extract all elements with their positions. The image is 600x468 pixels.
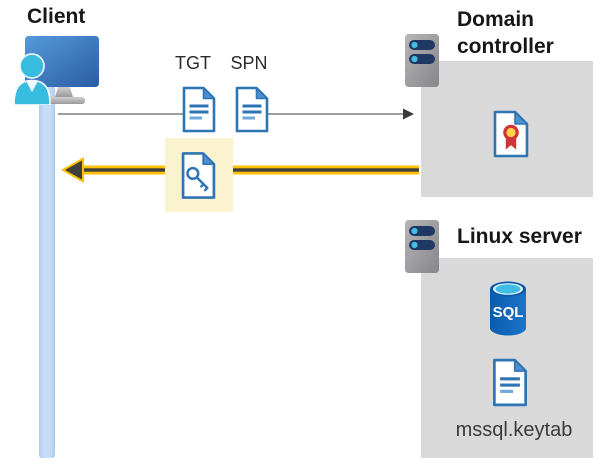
linux-server-icon (405, 220, 439, 273)
response-arrow (61, 157, 419, 183)
ribbon-seal (503, 124, 519, 141)
person-icon (13, 53, 51, 105)
domain-controller-server-icon (405, 34, 439, 87)
spn-label: SPN (230, 53, 268, 73)
service-ticket-key-icon (181, 152, 216, 199)
sql-database-icon: SQL (490, 281, 526, 336)
monitor-icon (25, 36, 99, 87)
keytab-file-label: mssql.keytab (455, 419, 573, 441)
client-lifeline (39, 86, 55, 458)
spn-ticket-icon (235, 86, 269, 133)
client-computer-icon (13, 36, 99, 105)
domain-controller-label: Domain controller (457, 8, 554, 58)
sql-text: SQL (493, 304, 524, 321)
certificate-icon (493, 110, 529, 158)
client-label: Client (27, 5, 86, 28)
monitor-base (48, 97, 85, 104)
linux-server-label: Linux server (457, 225, 582, 248)
keytab-file-icon (493, 358, 527, 407)
tgt-ticket-icon (182, 86, 216, 133)
monitor-stand (55, 87, 73, 97)
tgt-label: TGT (175, 53, 211, 73)
